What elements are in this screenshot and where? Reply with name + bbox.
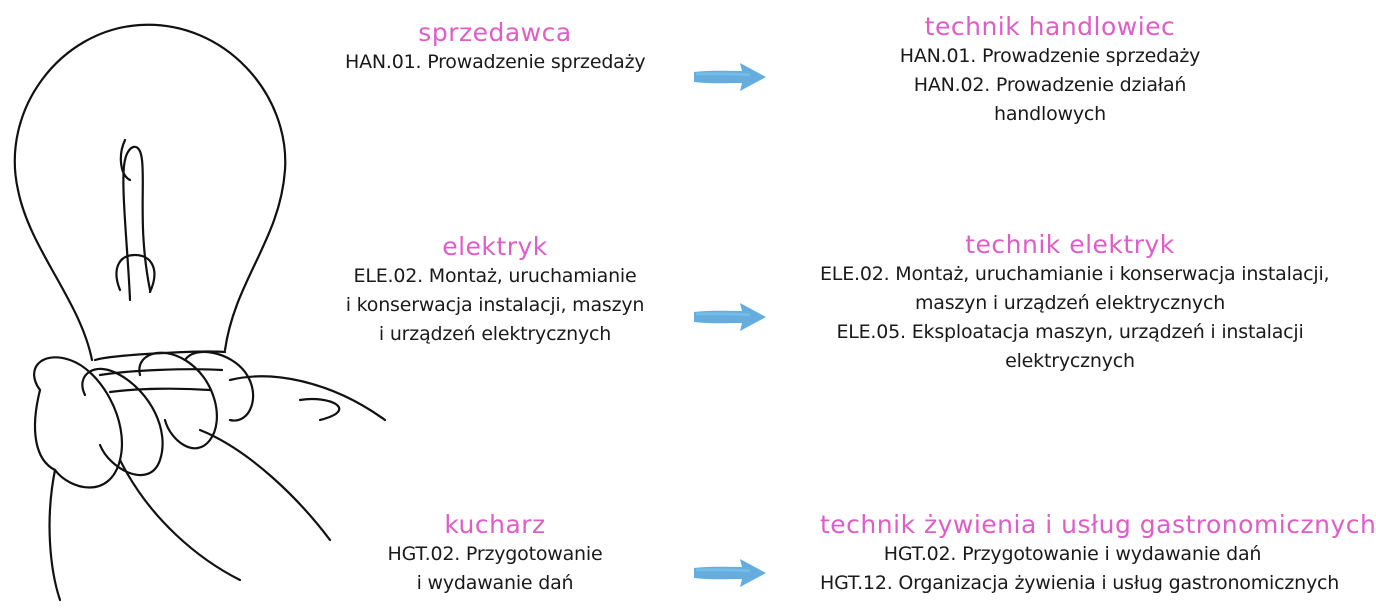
qualification-line: HGT.02. Przygotowanie i wydawanie dań bbox=[883, 543, 1262, 565]
profession-title: technik elektryk bbox=[965, 230, 1175, 259]
profession-title: elektryk bbox=[442, 232, 548, 261]
qualification-line: HAN.01. Prowadzenie sprzedaży bbox=[899, 45, 1201, 67]
qualification-line: handlowych bbox=[994, 103, 1106, 125]
qualification-line: ELE.05. Eksploatacja maszyn, urządzeń i … bbox=[836, 321, 1304, 343]
qualification-line: i konserwacja instalacji, maszyn bbox=[345, 294, 645, 316]
qualification-line: ELE.02. Montaż, uruchamianie bbox=[353, 265, 637, 287]
technical-profession-1: technik handlowiec HAN.01. Prowadzenie s… bbox=[830, 12, 1270, 129]
qualification-line: ELE.02. Montaż, uruchamianie i konserwac… bbox=[820, 263, 1330, 285]
qualification-line: i wydawanie dań bbox=[416, 572, 574, 594]
profession-title: technik żywienia i usług gastronomicznyc… bbox=[820, 510, 1376, 539]
qualification-line: HAN.01. Prowadzenie sprzedaży bbox=[345, 51, 646, 73]
basic-profession-3: kucharz HGT.02. Przygotowanie i wydawani… bbox=[345, 510, 645, 598]
technical-profession-2: technik elektryk ELE.02. Montaż, urucham… bbox=[820, 230, 1330, 376]
qualification-line: elektrycznych bbox=[1005, 350, 1135, 372]
arrow-right-icon bbox=[694, 303, 766, 331]
qualification-line: i urządzeń elektrycznych bbox=[378, 323, 612, 345]
basic-profession-1: sprzedawca HAN.01. Prowadzenie sprzedaży bbox=[345, 18, 646, 77]
arrow-right-icon bbox=[694, 559, 766, 587]
lightbulb-hand-icon bbox=[13, 23, 387, 602]
profession-title: technik handlowiec bbox=[924, 12, 1176, 41]
arrow-right-icon bbox=[694, 63, 766, 91]
qualification-line: HGT.12. Organizacja żywienia i usług gas… bbox=[820, 572, 1340, 594]
technical-profession-3: technik żywienia i usług gastronomicznyc… bbox=[820, 510, 1376, 598]
qualification-line: HAN.02. Prowadzenie działań bbox=[913, 74, 1187, 96]
qualification-line: maszyn i urządzeń elektrycznych bbox=[914, 292, 1226, 314]
profession-title: kucharz bbox=[444, 510, 546, 539]
qualification-line: HGT.02. Przygotowanie bbox=[387, 543, 603, 565]
basic-profession-2: elektryk ELE.02. Montaż, uruchamianie i … bbox=[345, 232, 645, 349]
profession-title: sprzedawca bbox=[418, 18, 572, 47]
